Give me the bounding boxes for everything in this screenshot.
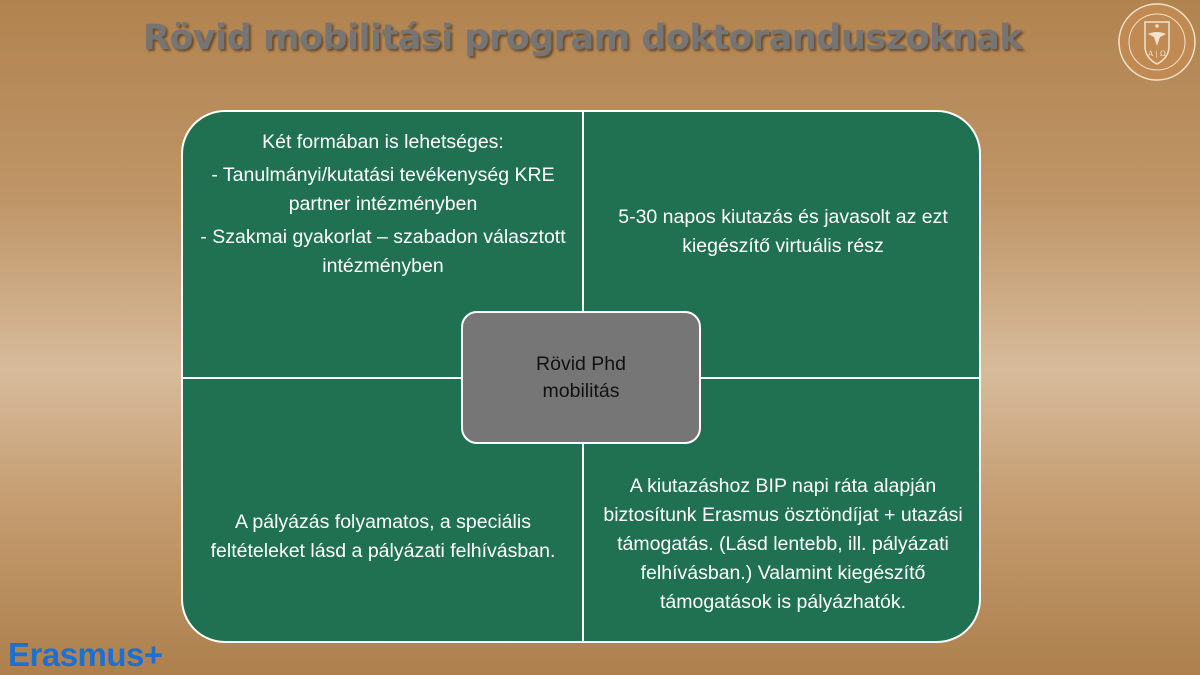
center-box: Rövid Phd mobilitás — [461, 311, 701, 444]
forms-heading: Két formában is lehetséges: — [262, 131, 504, 153]
quadrant-top-right: 5-30 napos kiutazás és javasolt az ezt k… — [618, 206, 948, 257]
slide-title: Rövid mobilitási program doktoranduszokn… — [142, 18, 1023, 58]
quadrant-bottom-right: A kiutazáshoz BIP napi ráta alapján bizt… — [603, 475, 963, 613]
quadrant-top-left: Két formában is lehetséges: - Tanulmányi… — [193, 122, 573, 298]
erasmus-plus-logo: Erasmus+ — [8, 636, 163, 673]
form-item-study: - Tanulmányi/kutatási tevékenység KRE pa… — [211, 164, 555, 215]
form-item-traineeship: - Szakmai gyakorlat – szabadon választot… — [200, 226, 566, 277]
university-seal-logo: Α | Ω — [1118, 3, 1196, 81]
center-label: Rövid Phd mobilitás — [536, 352, 626, 402]
quadrant-bottom-left: A pályázás folyamatos, a speciális felté… — [210, 511, 556, 562]
svg-text:Α | Ω: Α | Ω — [1147, 50, 1166, 58]
